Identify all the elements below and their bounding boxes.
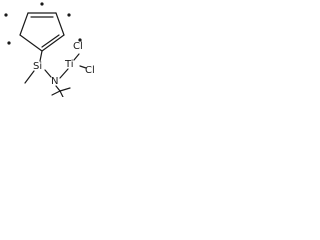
radical-dots (4, 2, 82, 45)
radical-dot (4, 13, 8, 17)
bond-silicon-nitrogen (44, 69, 52, 78)
ring-bond-right (55, 12, 65, 36)
bond-tbutyl-methyl-down (59, 90, 64, 97)
framework-bonds (24, 50, 87, 97)
bond-ring-silicon (39, 50, 43, 62)
atom-label-chlorine-upper: Cl (73, 41, 83, 52)
bond-titanium-chlorine-upper (73, 53, 80, 61)
radical-dot (67, 13, 71, 17)
ring-bond-upper-left (19, 12, 29, 36)
bond-silicon-methyl (24, 70, 35, 84)
radical-dot (40, 2, 44, 6)
atom-label-nitrogen: N (51, 76, 58, 87)
ring-bond-left (19, 34, 43, 52)
bond-nitrogen-titanium (59, 68, 69, 79)
atom-label-silicon: Si (33, 61, 42, 72)
bond-tbutyl-methyl-right (59, 87, 71, 92)
bond-nitrogen-tbutyl (55, 85, 61, 92)
bond-tbutyl-methyl-left (51, 90, 61, 96)
cyclopentadienyl-ring (19, 12, 65, 52)
ring-bond-bottom (41, 34, 65, 52)
atom-label-chlorine-lower: Cl (85, 65, 95, 76)
atom-label-titanium: Ti (64, 59, 74, 70)
radical-dot (7, 41, 11, 45)
bond-titanium-chlorine-lower (79, 65, 87, 69)
ring-double-bond-lower (41, 34, 60, 48)
radical-dot (78, 38, 82, 42)
molecule-structure: Cl Ti Si Cl N (4, 2, 95, 97)
